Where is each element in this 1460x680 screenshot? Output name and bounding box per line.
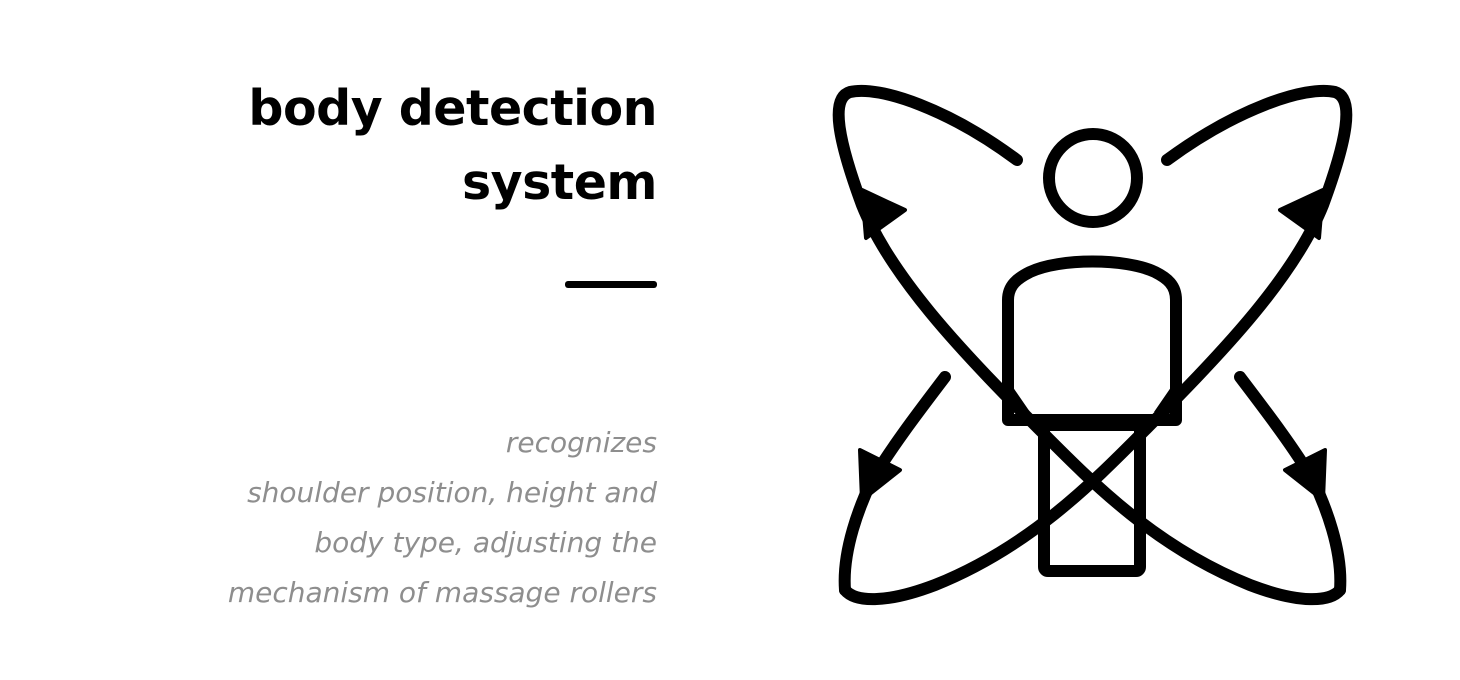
torso-shape	[1002, 255, 1182, 426]
upper-right-arc	[839, 84, 1353, 606]
torso-right-notch	[1154, 380, 1176, 412]
title-line-2: system	[462, 154, 658, 211]
description-line-4: mechanism of massage rollers	[227, 576, 657, 609]
description-line-3: body type, adjusting the	[314, 526, 657, 559]
description-line-1: recognizes	[505, 426, 657, 459]
lower-body-shape	[1038, 419, 1146, 577]
head-shape	[1043, 128, 1143, 228]
upper-left-arc	[832, 84, 1346, 606]
arrowhead-lower-left	[858, 448, 902, 502]
heading-block: body detection system	[117, 72, 657, 220]
title-line-1: body detection	[248, 80, 657, 137]
feature-description: recognizes shoulder position, height and…	[97, 418, 657, 618]
description-line-2: shoulder position, height and	[247, 476, 657, 509]
body-scan-icon	[832, 84, 1353, 606]
torso-left-notch	[1008, 380, 1030, 412]
arrowhead-lower-right	[1283, 448, 1327, 502]
divider	[565, 281, 657, 288]
arrowhead-upper-right	[1278, 188, 1325, 240]
arrowhead-upper-left	[860, 188, 907, 240]
page-title: body detection system	[117, 72, 657, 220]
